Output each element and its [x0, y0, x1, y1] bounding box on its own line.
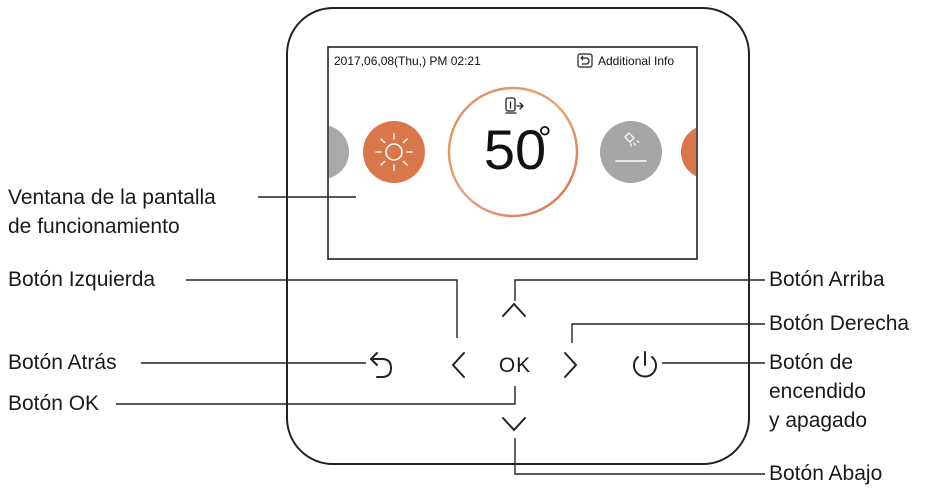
- back-icon[interactable]: [369, 352, 393, 378]
- shower-icon: [615, 132, 647, 162]
- chevron-right-icon[interactable]: [564, 352, 578, 378]
- label-screen-window-line1: Ventana de la pantalla: [8, 186, 216, 209]
- chevron-down-icon[interactable]: [502, 417, 526, 432]
- degree-symbol: °: [538, 120, 552, 158]
- mode-heating-button[interactable]: [363, 121, 425, 183]
- chevron-left-icon[interactable]: [451, 352, 465, 378]
- label-up-button: Botón Arriba: [769, 268, 885, 291]
- label-power-line1: Botón de: [769, 351, 854, 374]
- label-ok-button: Botón OK: [8, 392, 100, 415]
- leader-lines: [116, 196, 765, 475]
- mode-partial-right: [681, 127, 696, 177]
- chevron-up-icon[interactable]: [502, 302, 526, 317]
- mode-hotwater-button[interactable]: [600, 121, 662, 183]
- label-power-line2: encendido: [769, 380, 866, 403]
- ok-button[interactable]: OK: [498, 354, 532, 377]
- label-right-button: Botón Derecha: [769, 312, 910, 335]
- info-back-icon: [577, 53, 593, 68]
- label-back-button: Botón Atrás: [8, 351, 117, 374]
- sun-icon: [375, 133, 413, 171]
- label-power-line3: y apagado: [769, 409, 868, 432]
- mode-partial-left: [329, 125, 349, 179]
- screen-carousel: [329, 86, 696, 218]
- label-left-button: Botón Izquierda: [8, 268, 156, 291]
- label-screen-window-line2: de funcionamiento: [8, 215, 180, 238]
- thermostat-icon: [505, 97, 524, 114]
- additional-info-label[interactable]: Additional Info: [598, 54, 675, 68]
- screen-datetime: 2017,06,08(Thu,) PM 02:21: [334, 54, 481, 68]
- temperature-ring: [447, 86, 579, 218]
- power-icon[interactable]: [633, 351, 657, 378]
- label-down-button: Botón Abajo: [769, 462, 883, 485]
- temperature-value: 50: [483, 118, 547, 181]
